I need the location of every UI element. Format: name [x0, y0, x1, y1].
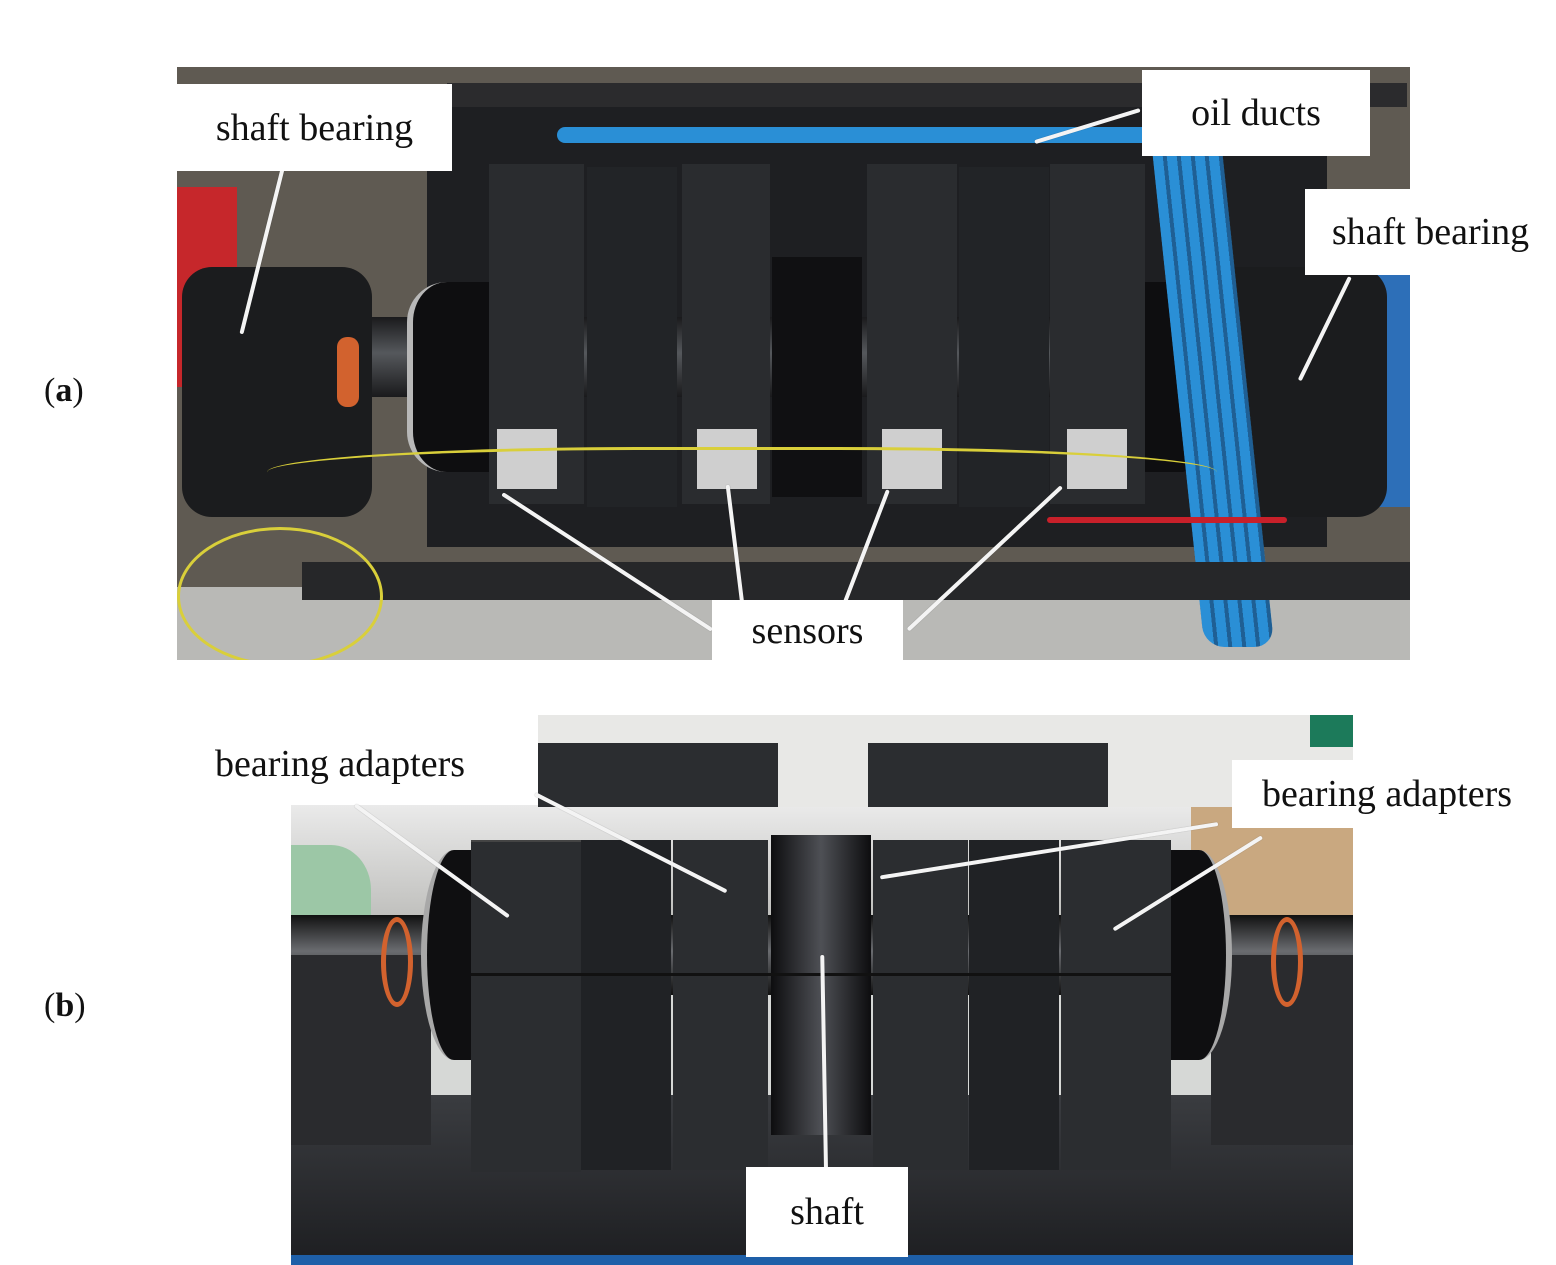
- label-shaft: shaft: [746, 1167, 908, 1257]
- label-oil-ducts: oil ducts: [1142, 70, 1370, 156]
- oil-duct-main: [557, 127, 1197, 143]
- paren-open: (: [44, 987, 56, 1024]
- paren-open: (: [44, 372, 56, 409]
- label-bearing-adapters-left: bearing adapters: [190, 730, 490, 798]
- adapter-block-3: [873, 840, 968, 1170]
- panel-letter: b: [55, 987, 75, 1024]
- bearing-ring-left: [337, 337, 359, 407]
- label-bearing-adapters-right: bearing adapters: [1232, 760, 1542, 828]
- adapter-spacer-1: [581, 840, 671, 1170]
- green-pillar: [1310, 715, 1353, 747]
- yellow-cable-coil: [177, 527, 383, 660]
- upper-block-2: [868, 743, 1108, 807]
- paren-close: ): [74, 987, 86, 1024]
- adapter-block-2: [673, 840, 768, 1170]
- label-shaft-bearing-right: shaft bearing: [1305, 189, 1556, 275]
- label-sensors: sensors: [712, 600, 903, 662]
- panel-a-tag: (a): [44, 372, 84, 410]
- orange-seal-left: [381, 917, 413, 1007]
- adapter-block-4: [1061, 840, 1171, 1170]
- flange-right: [1166, 850, 1232, 1060]
- adapter-block-1: [471, 840, 581, 1172]
- red-cable: [1047, 517, 1287, 523]
- end-disc-left: [407, 282, 503, 472]
- adapter-spacer-2: [969, 840, 1059, 1170]
- photo-b-upper-blocks: [538, 715, 1353, 807]
- label-shaft-bearing-left: shaft bearing: [177, 84, 452, 171]
- upper-block-1: [538, 743, 778, 807]
- yellow-cable-run: [267, 447, 1217, 510]
- panel-b-tag: (b): [44, 987, 86, 1025]
- panel-letter: a: [55, 372, 73, 409]
- orange-seal-right: [1271, 917, 1303, 1007]
- paren-close: ): [72, 372, 84, 409]
- blue-floor-strip: [291, 1255, 1353, 1265]
- photo-test-rig-top-view: [177, 67, 1410, 660]
- sensor-mount-2: [697, 429, 757, 489]
